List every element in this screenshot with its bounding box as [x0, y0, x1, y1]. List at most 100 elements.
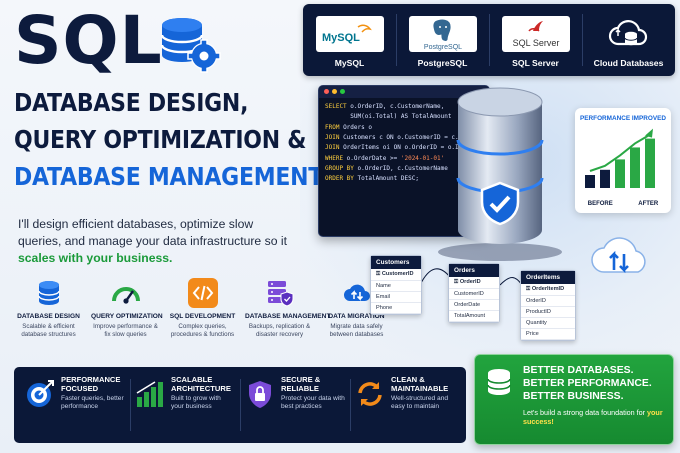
er-field: CustomerID	[449, 289, 499, 300]
code-icon	[187, 278, 218, 308]
feature-title: CLEAN & MAINTAINABLE	[391, 375, 449, 394]
target-icon	[27, 380, 54, 407]
growth-chart-icon	[136, 381, 163, 407]
speedometer-icon	[111, 278, 141, 308]
intro-highlight: scales with your business.	[18, 251, 173, 266]
service-query-optimization: QUERY OPTIMIZATION Improve performance &…	[91, 275, 163, 357]
er-field: OrderID	[521, 296, 575, 307]
feature-title: PERFORMANCE FOCUSED	[61, 375, 121, 394]
cta-line-1: BETTER DATABASES.	[523, 365, 634, 376]
postgresql-logo: PostgreSQL	[408, 16, 477, 52]
service-name: DATA MIGRATION	[328, 313, 385, 320]
er-field: ProductID	[521, 307, 575, 318]
cta-highlight: your success!	[523, 407, 663, 427]
service-name: QUERY OPTIMIZATION	[91, 313, 163, 320]
feature-title: SCALABLE ARCHITECTURE	[171, 375, 231, 394]
database-icon	[34, 278, 64, 308]
er-field: ⚿ OrderID	[449, 277, 499, 289]
er-field: ⚿ CustomerID	[371, 269, 421, 281]
database-cylinder-illustration	[438, 87, 562, 261]
db-item-mysql[interactable]: MySQL MySQL	[303, 4, 396, 76]
cta-box: BETTER DATABASES. BETTER PERFORMANCE. BE…	[474, 354, 674, 445]
trend-line	[589, 133, 651, 172]
er-table-orderitems: OrderItems ⚿ OrderItemID OrderID Product…	[520, 270, 576, 341]
service-name: SQL DEVELOPMENT	[169, 313, 236, 320]
feature-desc: Protect your data with best practices	[281, 395, 345, 411]
sql-code: SELECT o.OrderID, c.CustomerName, SUM(oi…	[325, 103, 466, 183]
service-name: DATABASE DESIGN	[17, 313, 80, 320]
feature-desc: Faster queries, better performance	[61, 395, 124, 411]
after-bar	[615, 159, 625, 188]
svg-text:MySQL: MySQL	[322, 32, 360, 44]
server-shield-icon	[265, 278, 295, 308]
er-field: ⚿ OrderItemID	[521, 284, 575, 296]
feature-secure: SECURE & RELIABLE Protect your data with…	[240, 375, 350, 435]
db-item-sqlserver[interactable]: SQL Server SQL Server	[489, 4, 582, 76]
er-table-orders: Orders ⚿ OrderID CustomerID OrderDate To…	[448, 263, 500, 323]
db-label: SQL Server	[512, 58, 559, 68]
er-field: Email	[371, 292, 421, 303]
before-label: BEFORE	[587, 201, 613, 207]
service-database-design: DATABASE DESIGN Scalable & efficient dat…	[14, 275, 83, 357]
performance-chart	[585, 128, 655, 188]
svg-text:SQL Server: SQL Server	[512, 38, 559, 48]
er-field: Quantity	[521, 318, 575, 329]
er-field: Name	[371, 281, 421, 292]
service-desc: Backups, replication & disaster recovery	[248, 322, 311, 338]
headline: DATABASE DESIGN, QUERY OPTIMIZATION & DA…	[14, 84, 323, 195]
db-label: PostgreSQL	[417, 58, 468, 68]
er-table-title: Orders	[449, 264, 499, 277]
cloud-database-icon	[595, 16, 663, 52]
sql-title: SQL	[14, 2, 163, 79]
after-bar	[630, 147, 640, 188]
db-label: MySQL	[334, 58, 365, 68]
intro-body: I'll design efficient databases, optimiz…	[18, 217, 287, 249]
service-desc: Migrate data safely between databases	[329, 322, 384, 338]
performance-card: PERFORMANCE IMPROVED BEFORE AFTER	[575, 108, 671, 213]
headline-line-2: QUERY OPTIMIZATION &	[14, 125, 307, 154]
lock-shield-icon	[249, 381, 271, 408]
er-field: TotalAmount	[449, 311, 499, 322]
er-table-title: OrderItems	[521, 271, 575, 284]
er-field: Phone	[371, 303, 421, 314]
cloud-sync-icon	[591, 237, 646, 274]
window-controls	[319, 86, 489, 98]
intro-text: I'll design efficient databases, optimiz…	[18, 216, 298, 267]
refresh-icon	[358, 382, 382, 406]
service-database-management: DATABASE MANAGEMENT Backups, replication…	[245, 275, 331, 357]
headline-line-1: DATABASE DESIGN,	[14, 88, 249, 117]
after-label: AFTER	[638, 201, 659, 207]
headline-line-3: DATABASE MANAGEMENT	[14, 162, 324, 191]
er-field: OrderDate	[449, 300, 499, 311]
before-bar	[585, 175, 595, 188]
service-name: DATABASE MANAGEMENT	[245, 313, 331, 320]
feature-scalable: SCALABLE ARCHITECTURE Built to grow with…	[130, 375, 240, 435]
after-bar	[645, 138, 655, 188]
service-desc: Complex queries, procedures & functions	[170, 322, 235, 338]
db-item-cloud[interactable]: Cloud Databases	[582, 4, 675, 76]
trend-arrow-icon	[645, 128, 653, 138]
db-label: Cloud Databases	[593, 58, 664, 68]
service-data-migration: DATA MIGRATION Migrate data safely betwe…	[322, 275, 391, 357]
svg-text:PostgreSQL: PostgreSQL	[423, 44, 461, 51]
service-desc: Improve performance & fix slow queries	[93, 322, 158, 338]
performance-title: PERFORMANCE IMPROVED	[580, 115, 666, 122]
cta-desc: Let's build a strong data foundation for…	[523, 407, 663, 427]
before-bar	[600, 169, 610, 188]
service-desc: Scalable & efficient database structures	[21, 322, 76, 338]
feature-title: SECURE & RELIABLE	[281, 375, 321, 394]
database-logos-bar: MySQL MySQL PostgreSQL PostgreSQL SQL Se…	[303, 4, 675, 76]
feature-desc: Built to grow with your business	[171, 395, 221, 411]
feature-desc: Well-structured and easy to maintain	[391, 395, 449, 411]
er-table-title: Customers	[371, 256, 421, 269]
er-table-customers: Customers ⚿ CustomerID Name Email Phone	[370, 255, 422, 315]
cta-line-2: BETTER PERFORMANCE.	[523, 377, 652, 389]
database-icon	[487, 369, 511, 395]
cloud-transfer-icon	[342, 278, 372, 308]
er-field: Price	[521, 329, 575, 340]
mysql-logo: MySQL	[315, 16, 384, 52]
feature-clean: CLEAN & MAINTAINABLE Well-structured and…	[350, 375, 460, 435]
db-item-postgresql[interactable]: PostgreSQL PostgreSQL	[396, 4, 489, 76]
database-gear-icon	[160, 18, 221, 73]
feature-performance: PERFORMANCE FOCUSED Faster queries, bett…	[20, 375, 130, 435]
